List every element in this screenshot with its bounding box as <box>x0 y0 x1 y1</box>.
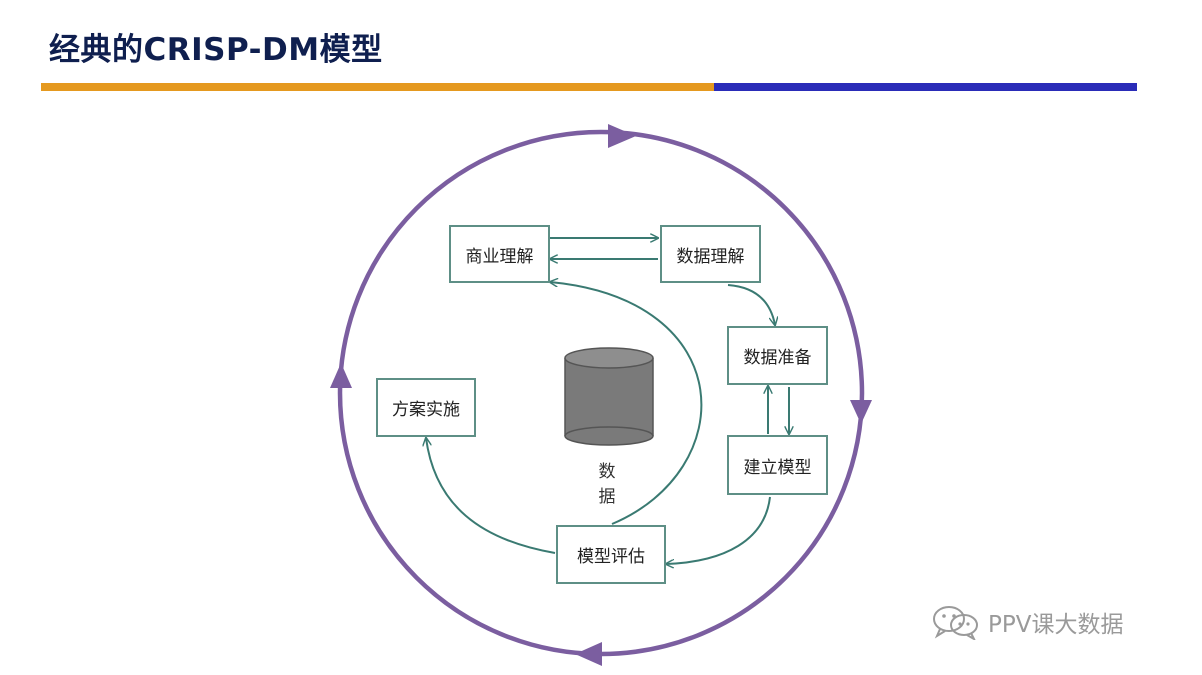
cycle-arrow-bottom <box>575 642 602 666</box>
phase-business-understanding: 商业理解 <box>449 225 550 283</box>
data-label: 数 据 <box>598 462 626 507</box>
wechat-icon <box>933 606 978 640</box>
phase-deployment: 方案实施 <box>376 378 476 437</box>
arrow-modeling-to-eval <box>666 496 771 564</box>
phase-data-understanding: 数据理解 <box>660 225 761 283</box>
title-underline-orange <box>41 83 714 91</box>
cycle-arrow-top <box>608 124 636 148</box>
arrow-eval-to-deploy <box>426 438 556 554</box>
arrow-eval-to-business <box>550 282 703 525</box>
phase-data-preparation: 数据准备 <box>727 326 828 385</box>
watermark: PPV课大数据 <box>930 604 1123 640</box>
cycle-arrow-right <box>850 400 872 424</box>
phase-evaluation: 模型评估 <box>556 525 666 584</box>
cycle-arrow-left <box>330 363 352 388</box>
title-underline-blue <box>714 83 1137 91</box>
page-title: 经典的CRISP-DM模型 <box>49 32 383 68</box>
database-icon <box>564 347 654 446</box>
arrow-data-to-prep <box>727 284 775 325</box>
phase-modeling: 建立模型 <box>727 435 828 495</box>
watermark-text: PPV课大数据 <box>988 612 1124 638</box>
